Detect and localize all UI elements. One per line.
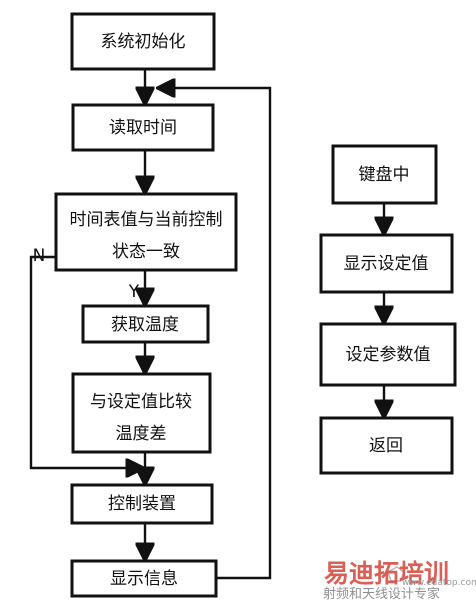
node-keyboard-interrupt: 键盘中 <box>331 144 438 205</box>
node-get-temperature: 获取温度 <box>81 304 210 344</box>
main-flow-nodes: 系统初始化 读取时间 时间表值与当前控制 状态一致 N Y 获取温度 与设定值比… <box>33 12 238 598</box>
node-show-info-label: 显示信息 <box>110 569 178 589</box>
node-check-time-status-line2: 状态一致 <box>112 242 180 262</box>
watermark-url: www.edatop.com <box>402 578 476 588</box>
node-show-setpoint: 显示设定值 <box>319 233 454 294</box>
node-get-temperature-label: 获取温度 <box>111 315 179 335</box>
node-control-device-label: 控制装置 <box>108 494 176 514</box>
node-compare-setpoint-line1: 与设定值比较 <box>90 392 192 412</box>
watermark: 易迪拓培训 射频和天线设计专家 www.edatop.com <box>323 559 476 602</box>
node-compare-setpoint: 与设定值比较 温度差 <box>71 372 212 454</box>
label-yes: Y <box>128 282 140 302</box>
node-read-time: 读取时间 <box>71 103 215 152</box>
label-no: N <box>33 246 46 266</box>
keyboard-flow-nodes: 键盘中 显示设定值 设定参数值 返回 <box>319 144 457 475</box>
main-flow-edges <box>29 66 272 580</box>
node-set-parameter-label: 设定参数值 <box>346 345 431 365</box>
node-compare-setpoint-line2: 温度差 <box>116 424 167 444</box>
edge-show-info-return-loop <box>158 88 272 580</box>
node-control-device: 控制装置 <box>70 483 214 525</box>
node-system-init: 系统初始化 <box>70 12 216 71</box>
node-return: 返回 <box>319 416 454 475</box>
node-read-time-label: 读取时间 <box>109 118 177 138</box>
node-show-setpoint-label: 显示设定值 <box>344 254 429 274</box>
node-show-info: 显示信息 <box>70 559 218 598</box>
edge-no-branch-loop <box>29 255 143 468</box>
node-system-init-label: 系统初始化 <box>101 32 186 52</box>
node-check-time-status: 时间表值与当前控制 状态一致 <box>54 192 238 272</box>
watermark-logo-icon <box>387 566 405 582</box>
node-set-parameter: 设定参数值 <box>319 322 457 387</box>
node-keyboard-interrupt-label: 键盘中 <box>359 165 410 185</box>
node-return-label: 返回 <box>369 436 403 456</box>
watermark-main-text: 易迪拓培训 <box>324 559 449 588</box>
watermark-sub-text: 射频和天线设计专家 <box>323 586 440 602</box>
node-check-time-status-line1: 时间表值与当前控制 <box>70 210 223 230</box>
